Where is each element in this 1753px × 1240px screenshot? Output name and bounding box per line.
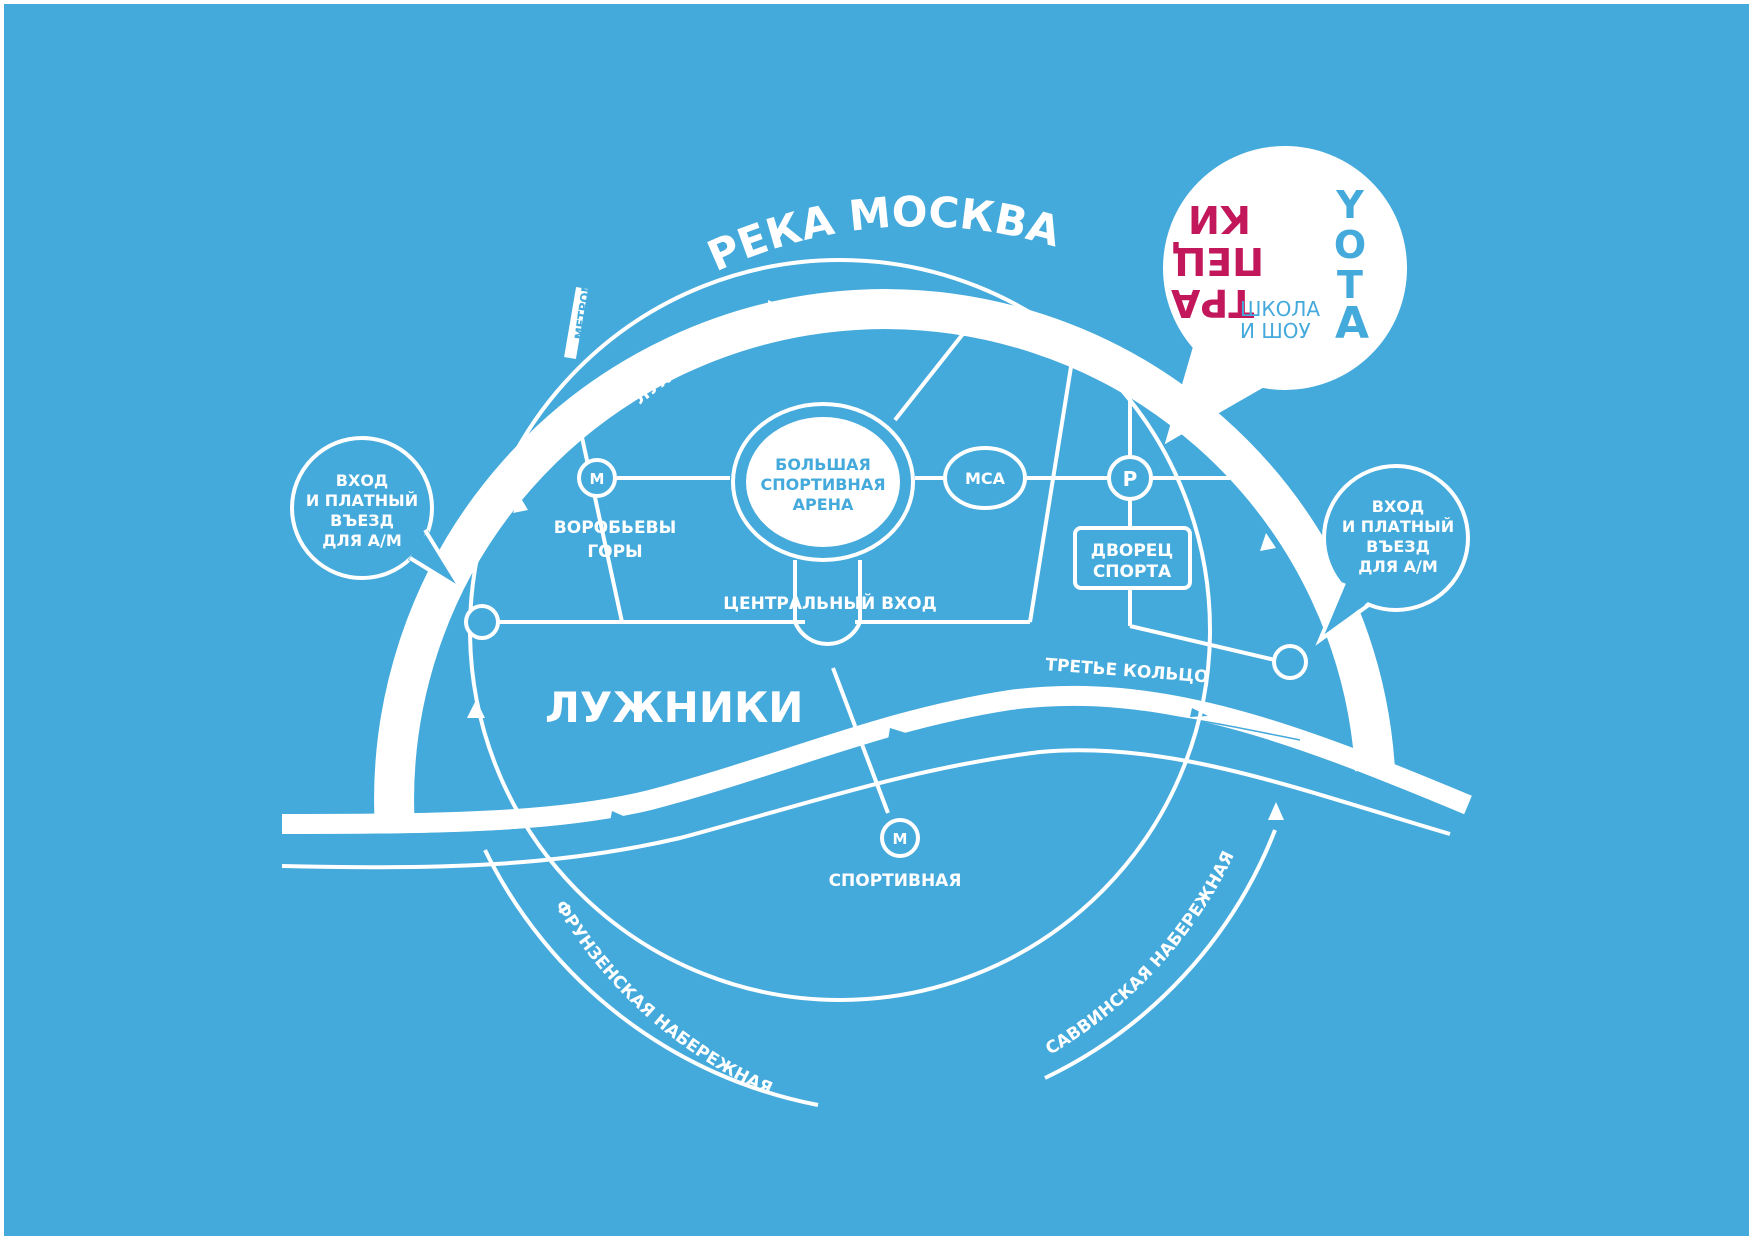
- road-direction-arrow: [1022, 314, 1041, 333]
- metro-icon: М: [590, 470, 605, 488]
- logo-text-row3b: Т: [1337, 263, 1363, 307]
- arena-label-line3: АРЕНА: [793, 495, 854, 514]
- road-direction-arrow: [1260, 533, 1276, 551]
- entrance-label-line4: ДЛЯ А/М: [1358, 557, 1438, 576]
- big-sports-arena[interactable]: БОЛЬШАЯ СПОРТИВНАЯ АРЕНА: [731, 402, 915, 562]
- left-entrance-junction[interactable]: [464, 604, 500, 640]
- metro-vorobyovy-gory[interactable]: М ВОРОБЬЕВЫ ГОРЫ: [554, 458, 676, 562]
- metro-station-label-line2: ГОРЫ: [587, 542, 642, 562]
- central-entrance-label: ЦЕНТРАЛЬНЫЙ ВХОД: [723, 592, 937, 614]
- entrance-label-line4: ДЛЯ А/М: [322, 531, 402, 550]
- area-label: ЛУЖНИКИ: [545, 683, 803, 732]
- entrance-label-line1: ВХОД: [1372, 497, 1424, 516]
- logo-callout[interactable]: КИ ПЕЦ ТРА Y О Т А ШКОЛА И ШОУ: [1163, 146, 1407, 445]
- metro-sportivnaya[interactable]: М СПОРТИВНАЯ: [829, 818, 962, 891]
- savvinskaya-road: [1044, 829, 1277, 1080]
- arena-label-line2: СПОРТИВНАЯ: [760, 475, 885, 494]
- msa-label: МСА: [965, 469, 1006, 488]
- trapeciya-logo: КИ ПЕЦ ТРА Y О Т А ШКОЛА И ШОУ: [1170, 183, 1369, 349]
- metro-station-label: СПОРТИВНАЯ: [829, 871, 962, 891]
- river-flow-arrow: [888, 728, 906, 740]
- parking-icon: P: [1123, 467, 1138, 491]
- palace-label-line2: СПОРТА: [1093, 562, 1172, 582]
- logo-text-row3: ТРА: [1170, 281, 1254, 325]
- river-flow-line: [299, 707, 1301, 836]
- logo-school-label: ШКОЛА: [1240, 297, 1320, 321]
- arena-label-line1: БОЛЬШАЯ: [775, 455, 871, 474]
- entrance-label-line2: И ПЛАТНЫЙ: [1342, 517, 1454, 536]
- river-flow-arrow: [610, 811, 628, 822]
- msa-venue[interactable]: МСА: [943, 446, 1027, 510]
- logo-big-letter: А: [1335, 298, 1369, 349]
- right-entrance-junction[interactable]: [1272, 644, 1308, 680]
- metro-bridge: [564, 286, 588, 360]
- moskva-river-band-top: [281, 685, 1472, 834]
- metro-icon: М: [893, 830, 908, 848]
- logo-text-row2: ПЕЦ: [1171, 239, 1264, 283]
- metro-station-label-line1: ВОРОБЬЕВЫ: [554, 518, 676, 538]
- palace-label-line1: ДВОРЕЦ: [1091, 541, 1173, 561]
- entrance-label-line1: ВХОД: [336, 471, 388, 490]
- palace-of-sports[interactable]: ДВОРЕЦ СПОРТА: [1073, 526, 1192, 590]
- road-direction-arrow: [1268, 802, 1284, 820]
- entrance-label-line3: ВЪЕЗД: [330, 511, 394, 530]
- logo-text-row1: КИ: [1188, 197, 1251, 241]
- left-entrance-callout[interactable]: ВХОД И ПЛАТНЫЙ ВЪЕЗД ДЛЯ А/М: [290, 436, 464, 592]
- logo-show-label: И ШОУ: [1240, 319, 1311, 343]
- road-direction-arrow: [513, 495, 528, 513]
- road-direction-arrow: [467, 700, 485, 718]
- parking[interactable]: P: [1107, 455, 1153, 501]
- entrance-label-line3: ВЪЕЗД: [1366, 537, 1430, 556]
- moskva-river-arc: [374, 289, 1395, 832]
- logo-text-row2b: О: [1334, 223, 1366, 267]
- frunzenskaya-road: [483, 849, 819, 1107]
- logo-text-row1b: Y: [1335, 183, 1364, 227]
- right-entrance-callout[interactable]: ВХОД И ПЛАТНЫЙ ВЪЕЗД ДЛЯ А/М: [1315, 464, 1470, 646]
- entrance-label-line2: И ПЛАТНЫЙ: [306, 491, 418, 510]
- road-direction-arrow: [768, 300, 786, 317]
